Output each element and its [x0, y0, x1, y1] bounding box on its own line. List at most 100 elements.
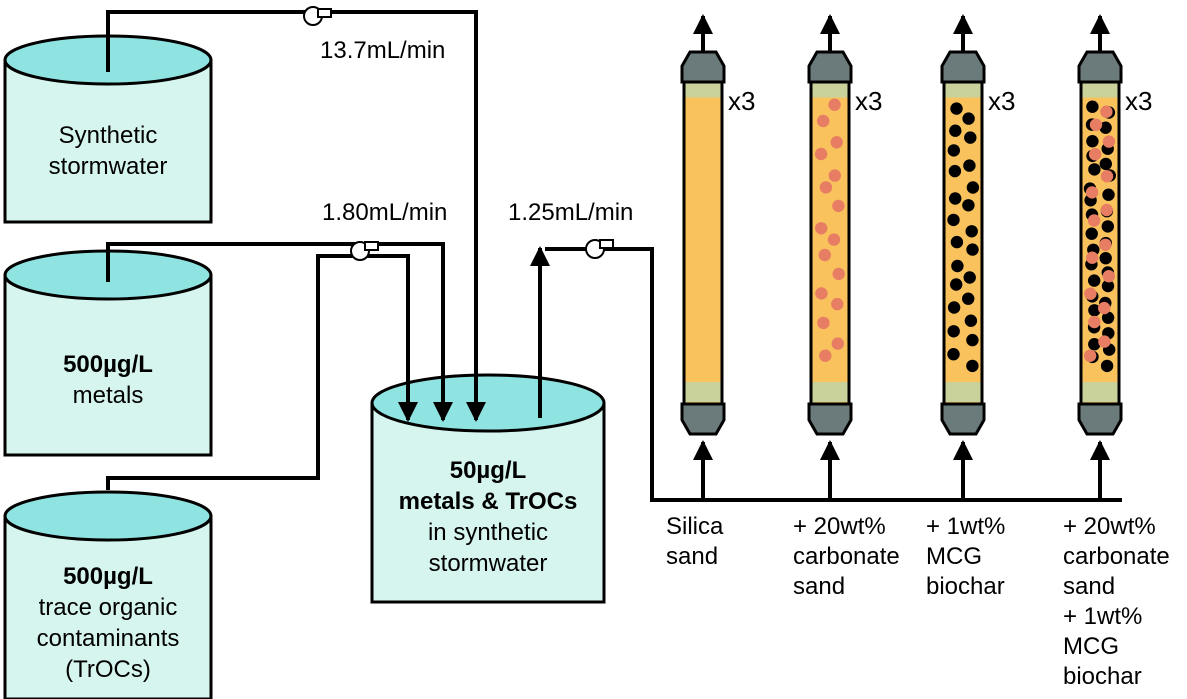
- column-top-layer: [945, 83, 981, 98]
- carbonate-particle: [817, 114, 830, 128]
- biochar-particle: [1088, 304, 1101, 317]
- column-top-layer: [1082, 83, 1118, 98]
- biochar-particle: [951, 259, 964, 273]
- carbonate-particle: [1089, 118, 1103, 131]
- pump-icon: [303, 6, 332, 26]
- column-label-line: biochar: [1063, 663, 1142, 690]
- tank-label-line: stormwater: [49, 153, 168, 180]
- biochar-particle: [950, 102, 963, 115]
- biochar-particle: [963, 159, 976, 172]
- carbonate-particle: [831, 297, 844, 311]
- column-label-line: carbonate: [793, 543, 900, 570]
- carbonate-particle: [815, 287, 828, 300]
- pump-icon: [585, 239, 614, 259]
- carbonate-particle: [818, 248, 831, 262]
- tank-label-line: Synthetic: [59, 122, 158, 149]
- carbonate-particle: [1087, 214, 1101, 227]
- tank-label-line: 500µg/L: [63, 563, 153, 590]
- biochar-particle: [962, 199, 975, 212]
- carbonate-particle: [819, 349, 832, 362]
- carbonate-particle: [827, 233, 841, 246]
- column-bottom-cap: [940, 402, 986, 436]
- biochar-particle: [1088, 338, 1101, 351]
- biochar-particle: [966, 359, 979, 373]
- carbonate-particle: [815, 222, 828, 235]
- pipe-synthetic-to-mix: [106, 10, 486, 422]
- column-top-cap: [940, 50, 986, 84]
- carbonate-particle: [1102, 135, 1116, 148]
- biochar-particle: [1088, 274, 1101, 287]
- carbonate-particle: [1088, 315, 1101, 329]
- carbonate-particle: [819, 181, 833, 194]
- tank-label-line: 500µg/L: [63, 351, 153, 378]
- biochar-particle: [947, 325, 960, 338]
- tank-liquid-surface: [3, 490, 213, 542]
- biochar-particle: [1099, 252, 1112, 265]
- column-replicates-label: x3: [855, 86, 882, 116]
- column-bottom-layer: [945, 382, 981, 402]
- biochar-particle: [949, 124, 962, 137]
- biochar-particle: [1101, 220, 1115, 233]
- column-bottom-layer: [812, 382, 848, 402]
- carbonate-particle: [1100, 105, 1113, 118]
- tank-label-line: contaminants: [37, 625, 180, 652]
- biochar-particle: [950, 235, 964, 249]
- flow-label-spike: 1.80mL/min: [322, 199, 447, 226]
- pipe-trocs-to-mix: [106, 254, 418, 490]
- flow-label-columns: 1.25mL/min: [508, 199, 633, 226]
- biochar-particle: [965, 225, 978, 238]
- column-bottom-cap: [1077, 402, 1123, 436]
- biochar-particle: [966, 333, 979, 347]
- column-label-line: + 1wt%: [926, 513, 1005, 540]
- carbonate-particle: [1100, 170, 1114, 183]
- biochar-particle: [962, 112, 975, 125]
- carbonate-particle: [828, 169, 841, 182]
- tank-liquid-surface: [370, 373, 606, 433]
- column-replicates-label: x3: [1125, 86, 1152, 116]
- biochar-particle: [1101, 279, 1115, 293]
- carbonate-particle: [1088, 148, 1102, 161]
- column-label-line: biochar: [926, 573, 1005, 600]
- biochar-particle: [1101, 311, 1115, 324]
- biochar-particle: [1100, 359, 1114, 373]
- biochar-particle: [1102, 188, 1115, 201]
- biochar-particle: [963, 271, 976, 284]
- tank-label-line: trace organic: [39, 594, 178, 621]
- biochar-particle: [1099, 157, 1113, 171]
- biochar-particle: [966, 181, 980, 194]
- column-label-line: carbonate: [1063, 543, 1170, 570]
- biochar-particle: [964, 131, 977, 144]
- column-top-layer: [685, 83, 721, 98]
- carbonate-particle: [1086, 251, 1099, 264]
- biochar-particle: [964, 314, 978, 327]
- column-label-line: + 20wt%: [1063, 513, 1156, 540]
- column-media-bed: [682, 80, 724, 406]
- biochar-particle: [947, 144, 960, 157]
- biochar-particle: [947, 213, 960, 227]
- biochar-particle: [1086, 135, 1099, 148]
- tank-body: [370, 403, 606, 604]
- column-label-line: sand: [666, 543, 718, 570]
- carbonate-particle: [828, 98, 841, 111]
- biochar-particle: [1085, 227, 1098, 240]
- carbonate-particle: [1084, 287, 1097, 300]
- column-label-line: + 20wt%: [793, 513, 886, 540]
- biochar-particle: [1088, 163, 1101, 176]
- tank-body: [3, 60, 213, 224]
- carbonate-particle: [1102, 270, 1116, 283]
- carbonate-particle: [831, 337, 844, 350]
- pump-icon: [350, 241, 379, 261]
- column-label-line: sand: [1063, 573, 1115, 600]
- carbonate-particle: [814, 147, 828, 161]
- carbonate-particle: [1098, 335, 1111, 348]
- column-top-cap: [680, 50, 726, 84]
- carbonate-particle: [830, 136, 843, 149]
